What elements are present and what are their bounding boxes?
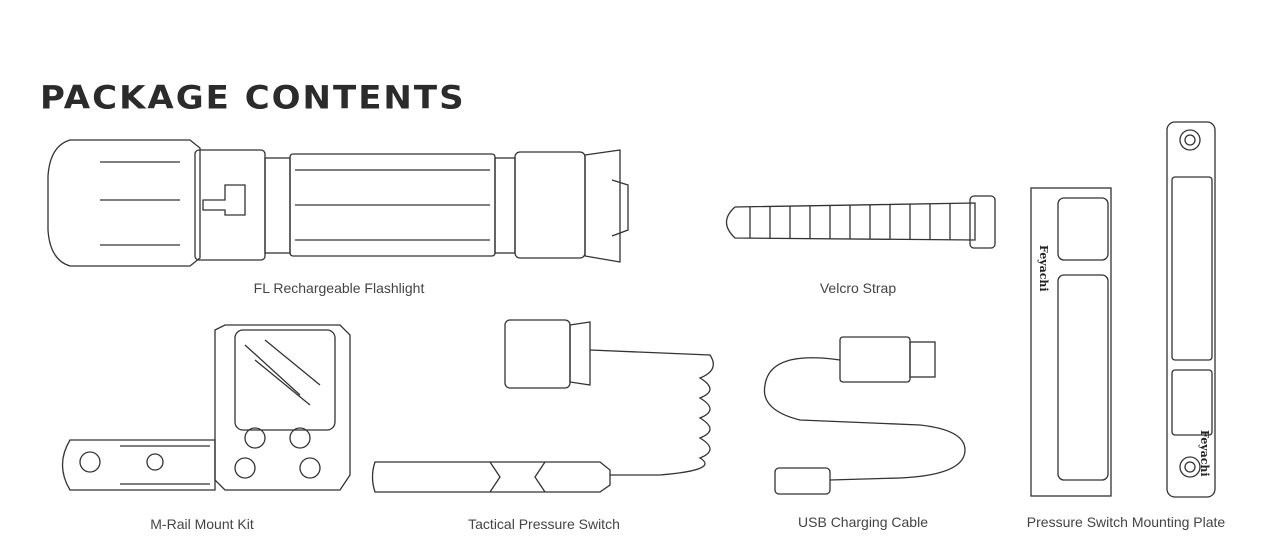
item-label-usb-cable: USB Charging Cable xyxy=(798,514,928,530)
brand-logo: Feyachi xyxy=(1198,430,1211,477)
item-label-pressure-switch: Tactical Pressure Switch xyxy=(468,516,620,532)
page-title: PACKAGE CONTENTS xyxy=(40,79,466,117)
usb-cable-illustration xyxy=(763,336,966,495)
item-label-flashlight: FL Rechargeable Flashlight xyxy=(253,280,425,296)
item-label-mounting-plate: Pressure Switch Mounting Plate xyxy=(1026,514,1226,530)
flashlight-illustration xyxy=(47,139,629,267)
velcro-strap-illustration xyxy=(725,195,996,249)
mounting-plate-illustration: Feyachi Feyachi xyxy=(1030,121,1216,498)
pressure-switch-illustration xyxy=(371,319,714,493)
mount-kit-illustration xyxy=(61,324,351,491)
item-label-velcro-strap: Velcro Strap xyxy=(819,280,897,296)
brand-logo: Feyachi xyxy=(1037,245,1050,292)
item-label-mount-kit: M-Rail Mount Kit xyxy=(150,516,254,532)
